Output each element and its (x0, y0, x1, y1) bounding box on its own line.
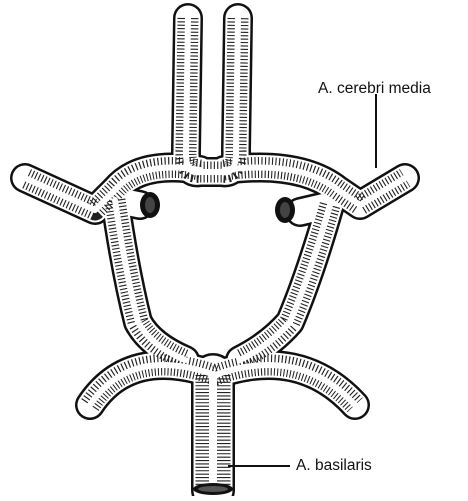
right-carotid-stub (275, 197, 295, 223)
basilar-opening (193, 483, 233, 495)
left-carotid-stub (140, 192, 160, 218)
cerebri-media-label: A. cerebri media (318, 81, 431, 97)
basilaris-label: A. basilaris (296, 458, 372, 474)
